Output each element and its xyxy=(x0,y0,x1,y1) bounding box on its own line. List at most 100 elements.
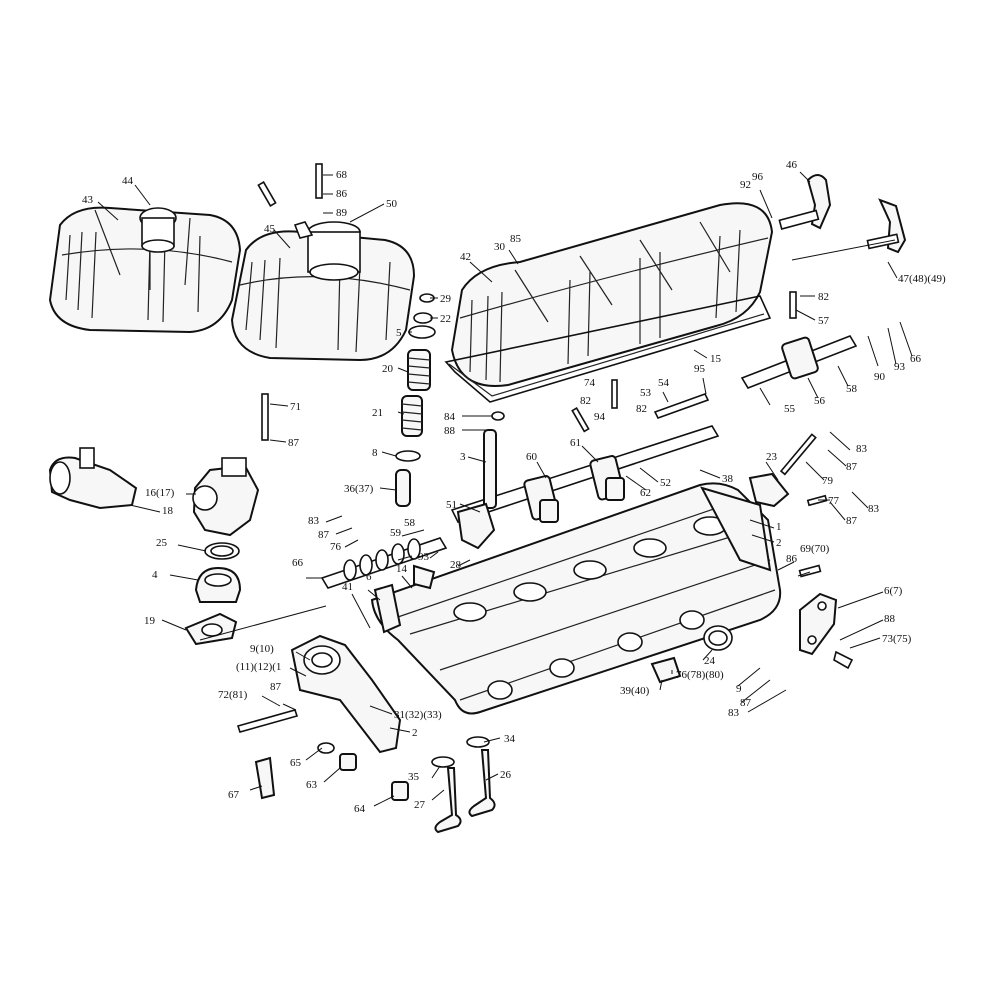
callout-29: 29 xyxy=(440,293,452,305)
callout-90: 90 xyxy=(874,371,886,383)
callout-35: 35 xyxy=(408,771,420,783)
callout-41: 41 xyxy=(342,581,353,593)
part-small-fittings xyxy=(236,709,409,801)
part-rear-bolts-and-studs xyxy=(257,163,828,590)
callout-18: 18 xyxy=(162,505,174,517)
callout-20: 20 xyxy=(382,363,394,375)
callout-95: 95 xyxy=(694,363,706,375)
callout-50: 50 xyxy=(386,198,398,210)
callout-43: 43 xyxy=(82,194,94,206)
callout-82a: 82 xyxy=(818,291,829,303)
part-15-valve-cover-gasket xyxy=(444,295,772,403)
callout-4: 4 xyxy=(152,569,158,581)
callout-87d: 87 xyxy=(318,529,330,541)
callout-5: 5 xyxy=(396,327,402,339)
part-rocker-shaft-assembly xyxy=(450,335,858,523)
callout-55: 55 xyxy=(784,403,796,415)
callout-83d: 83 xyxy=(728,707,740,719)
part-cylinder-head xyxy=(370,482,782,715)
callout-53: 53 xyxy=(640,387,652,399)
callout-60: 60 xyxy=(526,451,538,463)
callout-82b: 82 xyxy=(580,395,591,407)
leader-lines xyxy=(97,171,913,807)
callout-93b: 93 xyxy=(418,551,430,563)
callout-16-17: 16(17) xyxy=(145,487,175,499)
part-47-lifting-bracket xyxy=(866,198,907,254)
callout-21: 21 xyxy=(372,407,383,419)
callout-14: 14 xyxy=(396,563,408,575)
callout-89: 89 xyxy=(336,207,348,219)
callout-28: 28 xyxy=(450,559,462,571)
callout-47-48-49: 47(48)(49) xyxy=(898,273,946,285)
callout-1: 1 xyxy=(776,521,782,533)
callout-62: 62 xyxy=(640,487,651,499)
callout-58a: 58 xyxy=(846,383,858,395)
callout-71: 71 xyxy=(290,401,301,413)
callout-57: 57 xyxy=(818,315,830,327)
callout-9x: 9 xyxy=(736,683,742,695)
callout-83b: 83 xyxy=(868,503,880,515)
callout-58b: 58 xyxy=(404,517,416,529)
callout-72-81: 72(81) xyxy=(218,689,248,701)
callout-83a: 83 xyxy=(856,443,868,455)
callout-2a: 2 xyxy=(776,537,782,549)
callout-34: 34 xyxy=(504,733,516,745)
callout-87e: 87 xyxy=(270,681,282,693)
callout-63: 63 xyxy=(306,779,318,791)
callout-11-12-13: (11)(12)(1 xyxy=(236,661,281,673)
part-valves xyxy=(431,736,496,834)
callout-27: 27 xyxy=(414,799,426,811)
part-exhaust-side-plate xyxy=(799,592,854,670)
callout-54: 54 xyxy=(658,377,670,389)
callout-94: 94 xyxy=(594,411,606,423)
callout-87c: 87 xyxy=(288,437,300,449)
callout-66b: 66 xyxy=(292,557,304,569)
callout-6: 6 xyxy=(366,571,372,583)
callout-44: 44 xyxy=(122,175,134,187)
callout-66a: 66 xyxy=(910,353,922,365)
part-46-lifting-bracket xyxy=(778,174,832,231)
callout-45: 45 xyxy=(264,223,276,235)
callout-15: 15 xyxy=(710,353,722,365)
callout-68: 68 xyxy=(336,169,348,181)
callout-87f: 87 xyxy=(740,697,752,709)
callout-93a: 93 xyxy=(894,361,906,373)
callout-86: 86 xyxy=(336,188,348,200)
callout-83c: 83 xyxy=(308,515,320,527)
callout-87a: 87 xyxy=(846,461,858,473)
callout-96: 96 xyxy=(752,171,764,183)
callout-87b: 87 xyxy=(846,515,858,527)
callout-88a: 88 xyxy=(444,425,456,437)
callout-88b: 88 xyxy=(884,613,896,625)
callout-9-10: 9(10) xyxy=(250,643,274,655)
callout-31-32-33: 31(32)(33) xyxy=(394,709,442,721)
callout-59: 59 xyxy=(390,527,402,539)
part-gasket-24-and-plug xyxy=(650,625,733,684)
callout-84: 84 xyxy=(444,411,456,423)
callout-73-75: 73(75) xyxy=(882,633,912,645)
callout-46: 46 xyxy=(786,159,798,171)
callout-6-7: 6(7) xyxy=(884,585,903,597)
part-valve-spring-stack xyxy=(395,293,505,509)
callout-36-37: 36(37) xyxy=(344,483,374,495)
callout-82c: 82 xyxy=(636,403,647,415)
callout-52: 52 xyxy=(660,477,671,489)
part-45-middle-valve-cover xyxy=(230,221,416,362)
callout-65: 65 xyxy=(290,757,302,769)
part-42-rear-valve-cover xyxy=(450,202,774,387)
callout-26: 26 xyxy=(500,769,512,781)
callout-22: 22 xyxy=(440,313,451,325)
callout-79: 79 xyxy=(822,475,834,487)
callout-30: 30 xyxy=(494,241,506,253)
callout-24: 24 xyxy=(704,655,716,667)
callout-3: 3 xyxy=(460,451,466,463)
callout-85: 85 xyxy=(510,233,522,245)
callout-76-78-80: 76(78)(80) xyxy=(676,669,724,681)
callout-74: 74 xyxy=(584,377,596,389)
part-thermostat-housing xyxy=(48,447,260,537)
callout-69-70: 69(70) xyxy=(800,543,830,555)
callout-38: 38 xyxy=(722,473,734,485)
callout-56: 56 xyxy=(814,395,826,407)
part-thermostat-and-gaskets xyxy=(184,542,242,646)
